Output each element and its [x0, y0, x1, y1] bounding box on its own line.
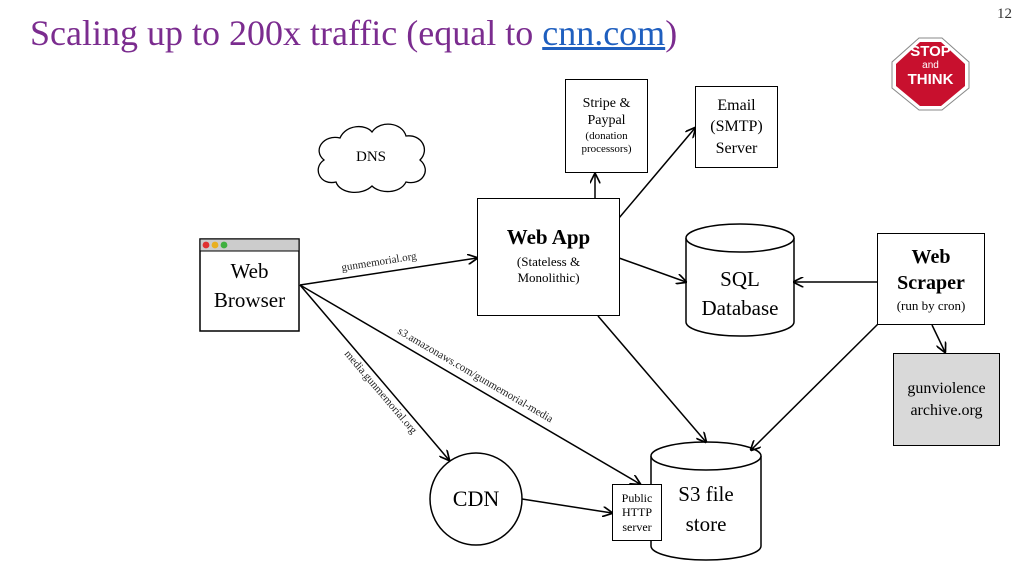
sql-line1: SQL: [720, 267, 760, 291]
public-http-line3: server: [622, 519, 652, 534]
stripe-paypal-box: Stripe & Paypal (donation processors): [565, 79, 648, 173]
web-app-sub1: (Stateless &: [516, 254, 581, 269]
sql-database-label: SQL Database: [686, 265, 794, 324]
dns-label: DNS: [355, 149, 386, 165]
stop-sign-icon: [891, 37, 970, 111]
web-browser-line1: Web: [230, 259, 269, 283]
title-link[interactable]: cnn.com: [542, 13, 666, 53]
arrow-browser-to-public-http: [299, 284, 640, 484]
slide-title: Scaling up to 200x traffic (equal to cnn…: [30, 12, 677, 54]
scraper-line1: Web: [911, 246, 951, 268]
stop-sign-label: STOP and THINK: [892, 44, 969, 87]
arrow-browser-to-cdn: [299, 284, 449, 460]
public-http-line2: HTTP: [622, 505, 652, 520]
stripe-line3: (donation: [585, 129, 628, 142]
dns-cloud-shape: [317, 123, 426, 193]
s3-line1: S3 file: [678, 482, 734, 506]
arrow-webapp-to-s3: [597, 315, 706, 442]
stripe-line1: Stripe &: [582, 96, 631, 112]
public-http-server-box: Public HTTP server: [612, 484, 662, 541]
stripe-line4: processors): [581, 142, 632, 155]
gunviolence-line1: gunviolence: [907, 379, 986, 397]
arrow-browser-to-webapp: [299, 258, 477, 286]
and-text: and: [922, 60, 939, 71]
s3-file-store-label: S3 file store: [666, 479, 746, 540]
s3-line2: store: [685, 512, 727, 537]
scraper-line2: Scraper: [897, 272, 965, 294]
web-app-sub2: Monolithic): [517, 270, 580, 285]
edge-label-browser-to-webapp: gunmemorial.org: [341, 250, 418, 274]
edge-label-browser-to-s3: s3.amazonaws.com/gunmemorial-media: [395, 325, 555, 425]
title-prefix: Scaling up to 200x traffic (equal to: [30, 13, 543, 53]
page-number: 12: [997, 6, 1012, 22]
arrow-scraper-to-gunviolence: [931, 324, 945, 352]
stripe-line2: Paypal: [587, 112, 626, 128]
email-smtp-box: Email (SMTP) Server: [695, 86, 778, 168]
arrow-webapp-to-email: [618, 128, 695, 219]
scraper-line3: (run by cron): [896, 298, 966, 313]
email-line2: (SMTP): [710, 118, 763, 136]
email-line1: Email: [717, 96, 756, 114]
web-scraper-box: Web Scraper (run by cron): [877, 233, 985, 325]
gunviolence-archive-box: gunviolence archive.org: [893, 353, 1000, 446]
arrow-scraper-to-s3: [751, 321, 881, 450]
web-app-box: Web App (Stateless & Monolithic): [477, 198, 620, 316]
sql-database-cylinder: [685, 223, 795, 337]
edge-label-browser-to-cdn: media.gunmemorial.org: [342, 348, 420, 436]
web-browser-window: [199, 238, 300, 332]
gunviolence-line2: archive.org: [910, 401, 983, 419]
s3-cylinder: [650, 441, 762, 561]
think-text: THINK: [907, 71, 954, 88]
public-http-line1: Public: [621, 490, 653, 505]
stop-text: STOP: [910, 43, 951, 60]
cdn-label: CDN: [452, 486, 500, 511]
arrow-cdn-to-public-http: [521, 498, 612, 513]
web-browser-label: Web Browser: [200, 257, 299, 316]
web-browser-line2: Browser: [213, 288, 286, 313]
arrow-webapp-to-sql: [618, 257, 686, 282]
email-line3: Server: [715, 139, 758, 157]
sql-line2: Database: [701, 296, 779, 321]
web-app-title: Web App: [506, 225, 591, 249]
title-suffix: ): [665, 13, 678, 53]
